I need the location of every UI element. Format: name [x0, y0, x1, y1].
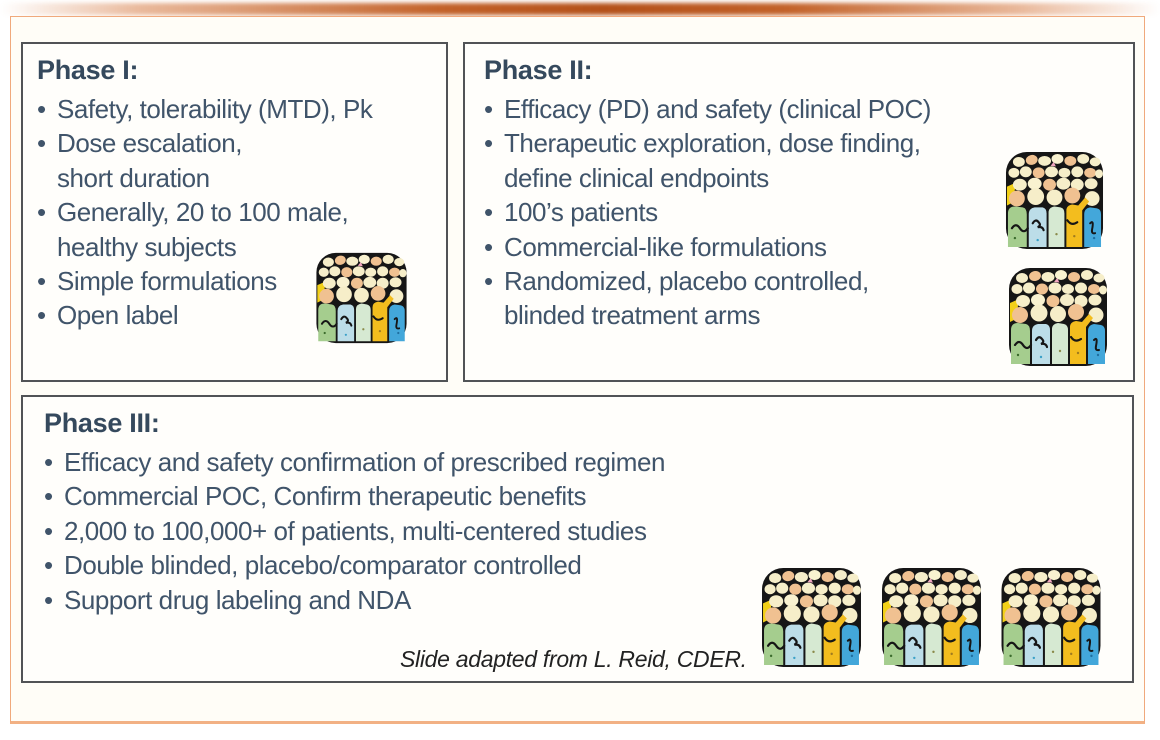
crowd-icon	[1007, 267, 1109, 367]
bullet-marker: •	[37, 128, 46, 159]
phase-1-title: Phase I:	[37, 55, 139, 85]
bullet-text: 100’s patients	[504, 197, 658, 228]
bullet-text: healthy subjects	[57, 231, 237, 262]
bullet-line: • Therapeutic exploration, dose finding,	[484, 126, 1127, 160]
bullet-marker: •	[44, 550, 53, 581]
bullet-line: short duration	[37, 161, 440, 195]
bullet-line: • Safety, tolerability (MTD), Pk	[37, 92, 440, 126]
bullet-text: short duration	[57, 162, 210, 193]
bullet-text: Open label	[57, 300, 179, 331]
bullet-line: • Commercial-like formulations	[484, 230, 1127, 264]
bullet-marker: •	[484, 94, 493, 124]
phase-2-title: Phase II:	[484, 55, 593, 85]
bullet-line: • Dose escalation,	[37, 126, 440, 160]
bullet-line: • Generally, 20 to 100 male,	[37, 195, 440, 229]
bullet-marker: •	[44, 481, 53, 512]
bullet-text: Commercial-like formulations	[504, 231, 827, 262]
caption: Slide adapted from L. Reid, CDER.	[400, 646, 747, 672]
crowd-icon	[761, 567, 862, 668]
bullet-text: Generally, 20 to 100 male,	[57, 197, 349, 228]
bullet-text: Support drug labeling and NDA	[64, 584, 411, 615]
bullet-text: Efficacy (PD) and safety (clinical POC)	[504, 94, 931, 124]
phase-3-title: Phase III:	[44, 408, 160, 438]
bullet-line: blinded treatment arms	[484, 298, 1127, 332]
bullet-line: • Efficacy and safety confirmation of pr…	[44, 445, 1126, 479]
bullet-marker: •	[484, 128, 493, 159]
phase-1-panel: Phase I: • Safety, tolerability (MTD), P…	[21, 42, 448, 382]
bullet-line: • Support drug labeling and NDA	[44, 583, 1126, 617]
bullet-text: define clinical endpoints	[504, 162, 769, 193]
bullet-marker: •	[484, 197, 493, 228]
bullet-marker: •	[44, 515, 53, 546]
bullet-text: Efficacy and safety confirmation of pres…	[64, 447, 665, 477]
phase-3-panel: Phase III: • Efficacy and safety confirm…	[21, 395, 1134, 683]
bullet-text: Safety, tolerability (MTD), Pk	[57, 94, 373, 124]
bullet-line: • Double blinded, placebo/comparator con…	[44, 548, 1126, 582]
bullet-line: • Commercial POC, Confirm therapeutic be…	[44, 479, 1126, 513]
bullet-text: Dose escalation,	[57, 128, 243, 159]
crowd-icon	[881, 567, 982, 668]
crowd-icon	[315, 252, 408, 344]
bullet-line: • Randomized, placebo controlled,	[484, 264, 1127, 298]
bullet-text: blinded treatment arms	[504, 300, 761, 331]
crowd-icon	[1004, 151, 1105, 250]
bullet-text: Randomized, placebo controlled,	[504, 266, 869, 297]
bullet-line: • Open label	[37, 298, 440, 332]
bullet-text: Simple formulations	[57, 266, 277, 297]
bullet-marker: •	[484, 231, 493, 262]
bullet-marker: •	[37, 197, 46, 228]
bullet-text: Therapeutic exploration, dose finding,	[504, 128, 921, 159]
bullet-text: 2,000 to 100,000+ of patients, multi-cen…	[64, 515, 647, 546]
bullet-line: • 2,000 to 100,000+ of patients, multi-c…	[44, 514, 1126, 548]
bullet-line: • Simple formulations	[37, 264, 440, 298]
bullet-marker: •	[44, 447, 53, 477]
bullet-text: Double blinded, placebo/comparator contr…	[64, 550, 582, 581]
bullet-marker: •	[37, 94, 46, 124]
bullet-line: define clinical endpoints	[484, 161, 1127, 195]
bullet-line: • Efficacy (PD) and safety (clinical POC…	[484, 92, 1127, 126]
bullet-text: Commercial POC, Confirm therapeutic bene…	[64, 481, 587, 512]
bullet-line: healthy subjects	[37, 230, 440, 264]
crowd-icon	[1000, 567, 1102, 668]
accent-gradient-bar	[0, 3, 1160, 15]
bullet-marker: •	[44, 584, 53, 615]
bullet-line: • 100’s patients	[484, 195, 1127, 229]
bullet-marker: •	[37, 300, 46, 331]
bullet-marker: •	[37, 266, 46, 297]
bullet-marker: •	[484, 266, 493, 297]
